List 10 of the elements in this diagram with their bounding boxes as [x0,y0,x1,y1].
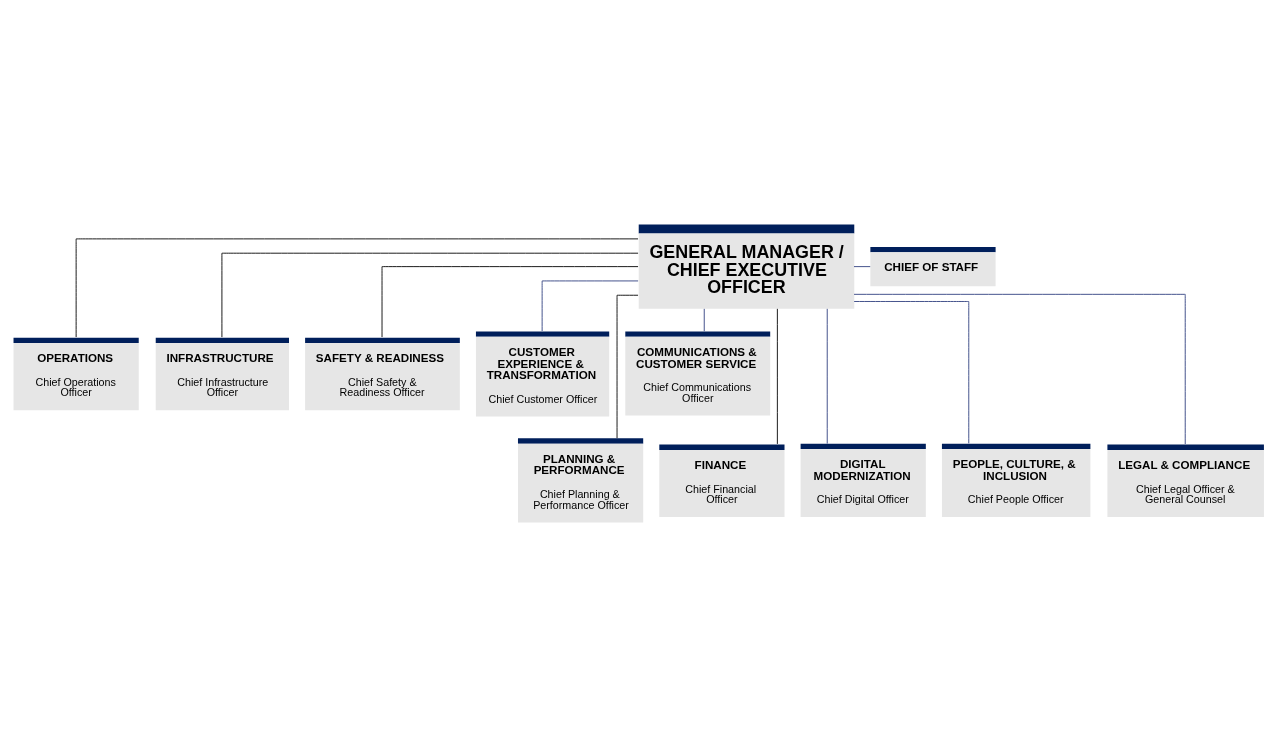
connector [616,294,639,439]
connector [826,307,828,444]
connector [381,265,639,337]
connector [221,252,639,338]
connector [853,293,1186,444]
connector [541,280,639,331]
connector [853,300,970,444]
connector [853,265,871,267]
connector [776,307,778,444]
connector [703,307,705,332]
